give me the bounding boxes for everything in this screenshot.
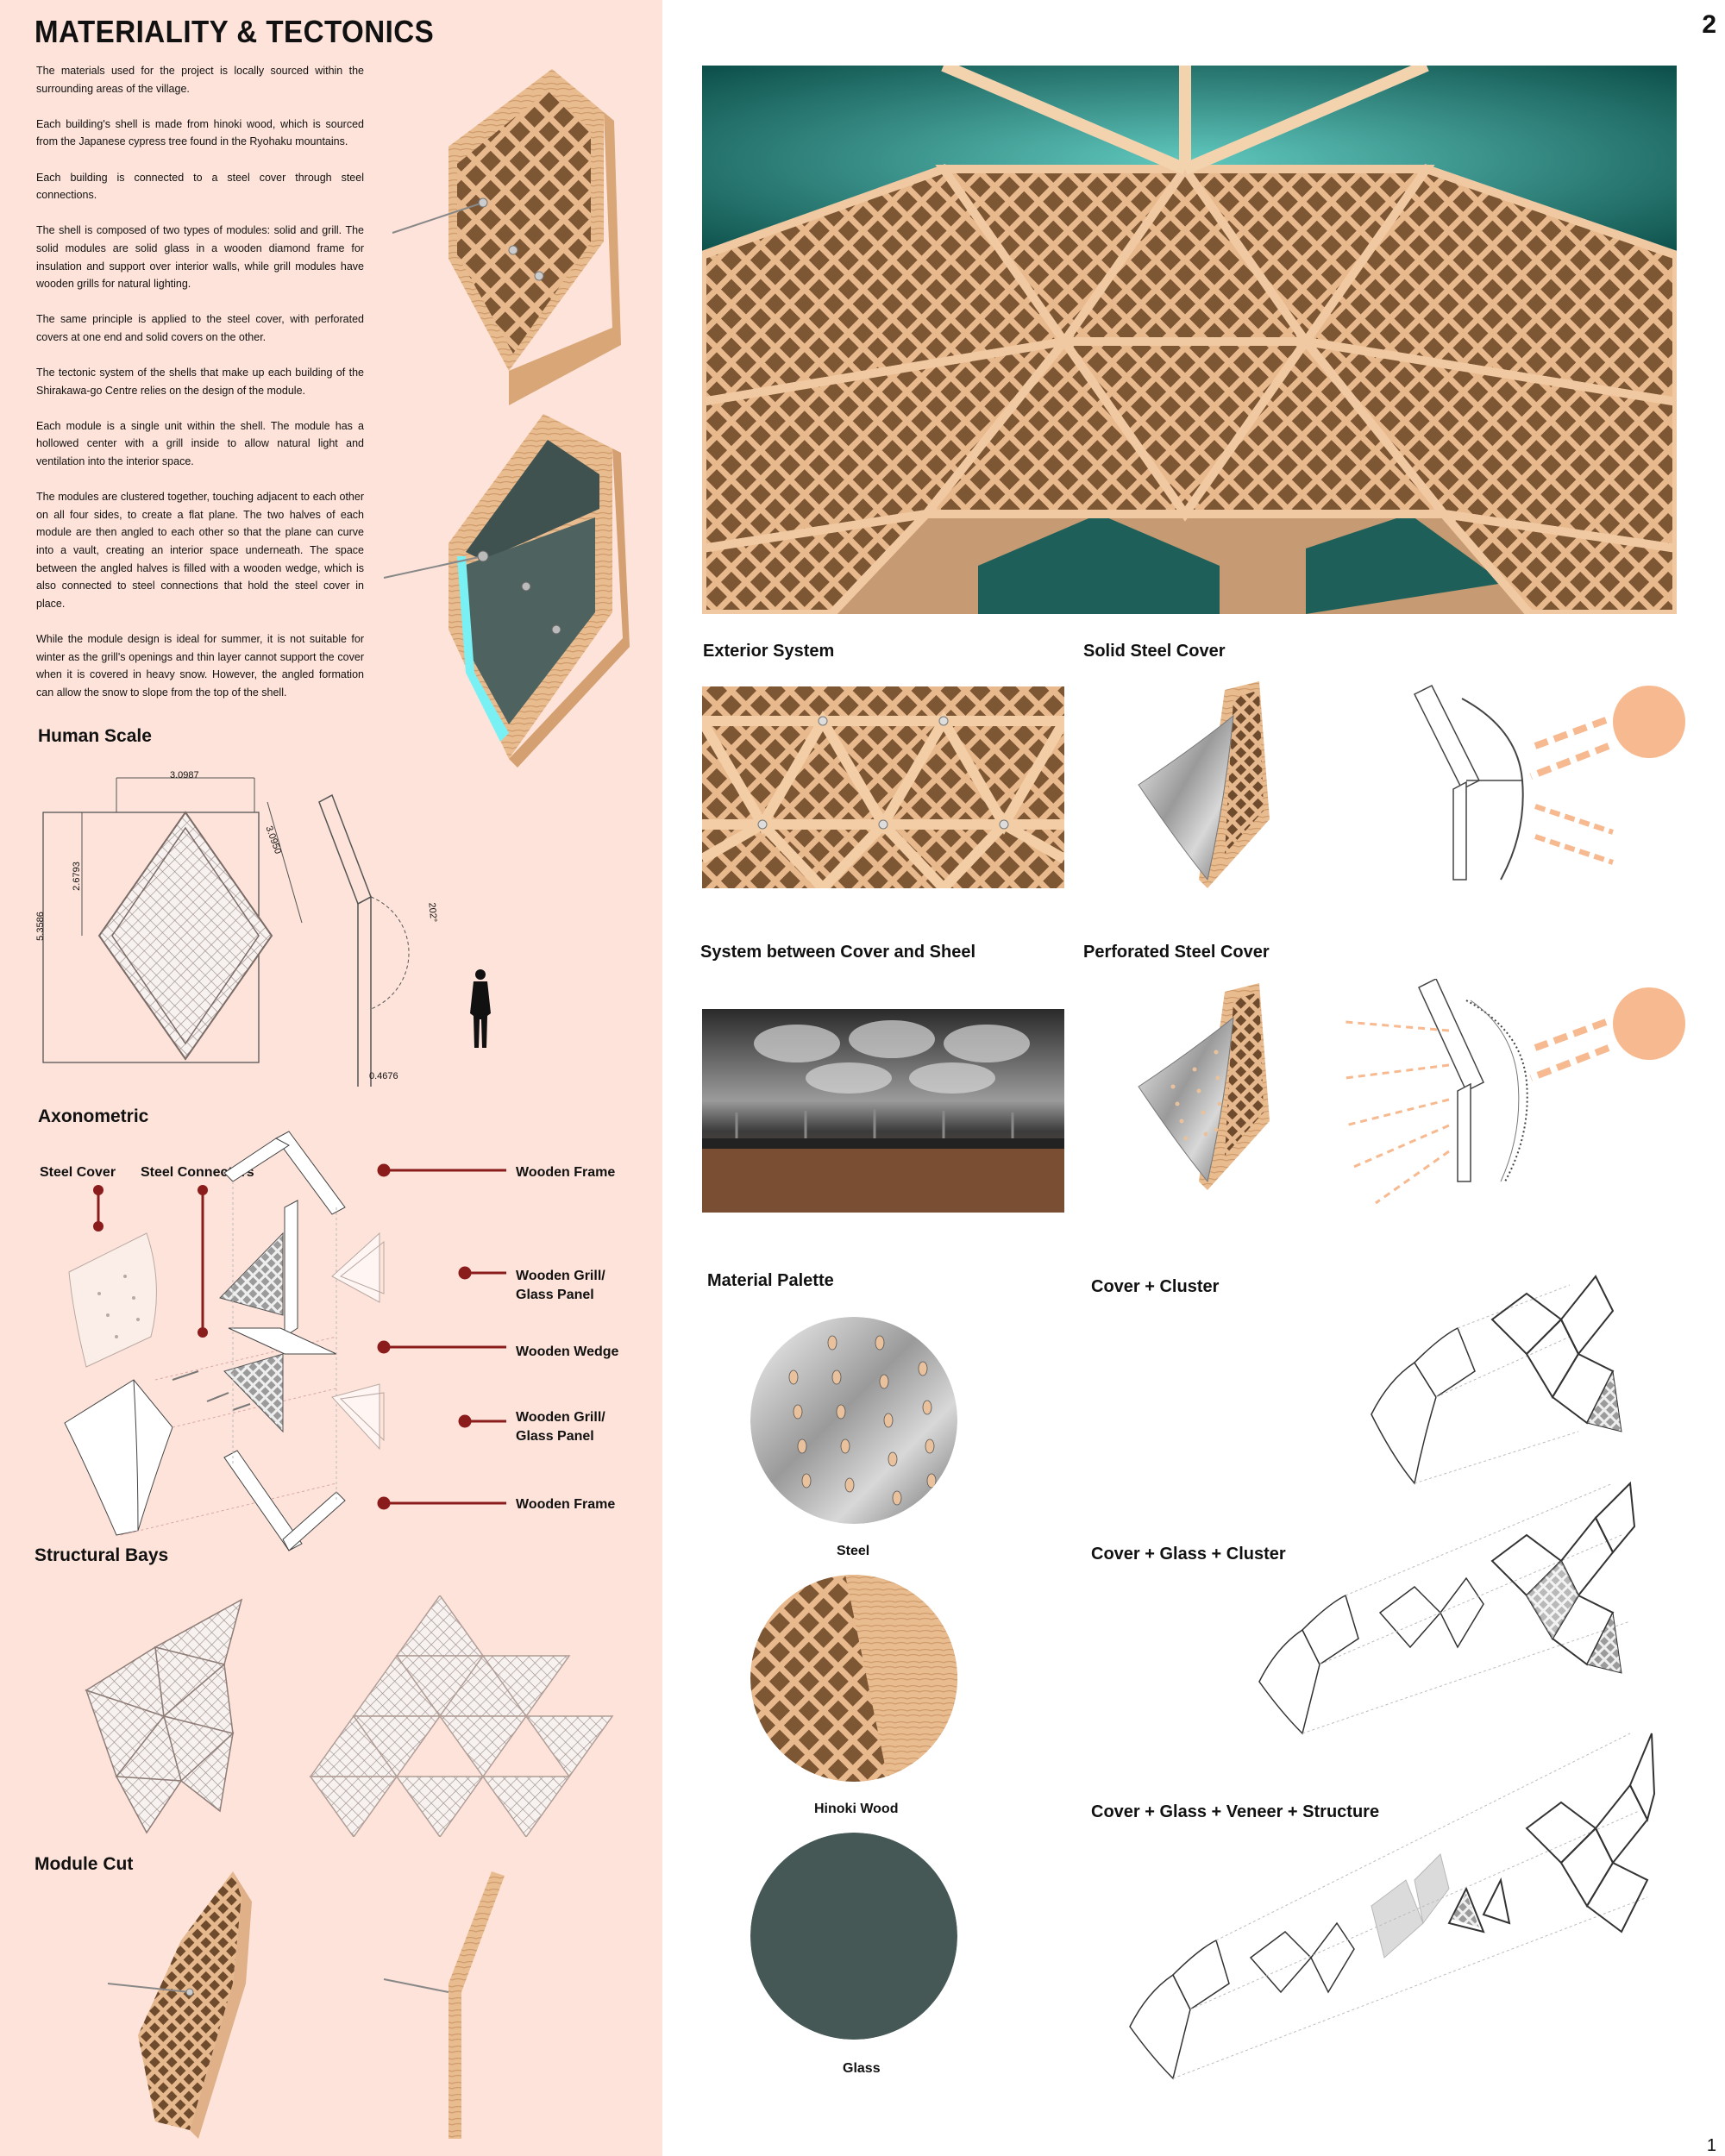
- dim-angle: 202°: [426, 902, 439, 923]
- module-cut-render-2: [383, 1871, 505, 2139]
- page-title: MATERIALITY & TECTONICS: [34, 14, 435, 49]
- exterior-system-photo: [702, 686, 1064, 888]
- heading-cover-glass-veneer-structure: Cover + Glass + Veneer + Structure: [1091, 1802, 1380, 1821]
- legend-line: Wooden Grill/: [516, 1410, 605, 1425]
- intro-paragraph: Each building's shell is made from hinok…: [36, 117, 364, 148]
- footer-number: 1: [1706, 2136, 1716, 2155]
- intro-paragraph: The same principle is applied to the ste…: [36, 313, 364, 343]
- intro-paragraph: While the module design is ideal for sum…: [36, 633, 364, 699]
- heading-material-palette: Material Palette: [707, 1271, 834, 1290]
- module-cut-render-1: [107, 1871, 252, 2139]
- heading-solid-steel-cover: Solid Steel Cover: [1083, 642, 1226, 661]
- swatch-label-steel: Steel: [837, 1544, 870, 1558]
- heading-human-scale: Human Scale: [38, 726, 152, 746]
- legend-line: Glass Panel: [516, 1429, 594, 1444]
- structural-bays-drawing: [85, 1595, 614, 1837]
- dim-thickness: 0.4676: [369, 1071, 398, 1081]
- heading-structural-bays: Structural Bays: [34, 1545, 169, 1565]
- intro-paragraph: The tectonic system of the shells that m…: [36, 367, 364, 397]
- cover-cluster-drawing: [1371, 1275, 1622, 1485]
- cover-glass-cluster-drawing: [1258, 1481, 1636, 1735]
- dim-width: 3.0987: [170, 770, 199, 780]
- legend-wooden-frame-2: Wooden Frame: [516, 1497, 616, 1512]
- intro-paragraph: The modules are clustered together, touc…: [36, 491, 364, 610]
- swatch-steel: [750, 1317, 957, 1524]
- legend-wooden-frame: Wooden Frame: [516, 1165, 616, 1180]
- label-steel-cover: Steel Cover: [40, 1165, 116, 1180]
- system-between-photo: [702, 1009, 1064, 1213]
- perforated-cover-sun-diagram: [1345, 979, 1685, 1205]
- heading-module-cut: Module Cut: [34, 1854, 134, 1874]
- heading-cover-cluster: Cover + Cluster: [1091, 1277, 1220, 1296]
- legend-wooden-grill-glass-2: Wooden Grill/ Glass Panel: [516, 1408, 605, 1446]
- swatch-label-hinoki-wood: Hinoki Wood: [814, 1802, 899, 1816]
- dim-height: 5.3586: [34, 912, 46, 941]
- intro-paragraph: Each building is connected to a steel co…: [36, 171, 364, 202]
- dim-half-height: 2.6793: [71, 862, 82, 891]
- perforated-steel-cover-render: [1138, 983, 1270, 1190]
- heading-axonometric: Axonometric: [38, 1106, 149, 1126]
- swatch-glass: [750, 1833, 957, 2040]
- swatch-hinoki-wood: [750, 1575, 957, 1782]
- heading-perforated-steel-cover: Perforated Steel Cover: [1083, 943, 1270, 962]
- interior-render-photo: [702, 66, 1677, 614]
- human-scale-drawing: [42, 777, 491, 1087]
- solid-cover-sun-diagram: [1413, 684, 1685, 881]
- axonometric-drawing: [64, 1131, 506, 1551]
- legend-line: Glass Panel: [516, 1288, 594, 1302]
- page-number: 2: [1702, 10, 1716, 39]
- module-glass-render: [383, 414, 630, 768]
- heading-system-between: System between Cover and Sheel: [700, 943, 976, 962]
- legend-wooden-wedge: Wooden Wedge: [516, 1344, 619, 1359]
- intro-paragraph: The shell is composed of two types of mo…: [36, 224, 364, 291]
- heading-cover-glass-cluster: Cover + Glass + Cluster: [1091, 1545, 1286, 1564]
- module-grill-render: [392, 69, 621, 405]
- label-steel-connectors: Steel Connectors: [141, 1165, 254, 1180]
- legend-wooden-grill-glass: Wooden Grill/ Glass Panel: [516, 1267, 605, 1305]
- solid-steel-cover-render: [1138, 681, 1270, 888]
- intro-text: The materials used for the project is lo…: [36, 62, 364, 719]
- swatch-label-glass: Glass: [843, 2061, 881, 2076]
- cover-glass-veneer-structure-drawing: [1129, 1733, 1656, 2080]
- intro-paragraph: Each module is a single unit within the …: [36, 419, 364, 468]
- heading-exterior-system: Exterior System: [703, 642, 835, 661]
- legend-line: Wooden Grill/: [516, 1269, 605, 1283]
- intro-paragraph: The materials used for the project is lo…: [36, 65, 364, 95]
